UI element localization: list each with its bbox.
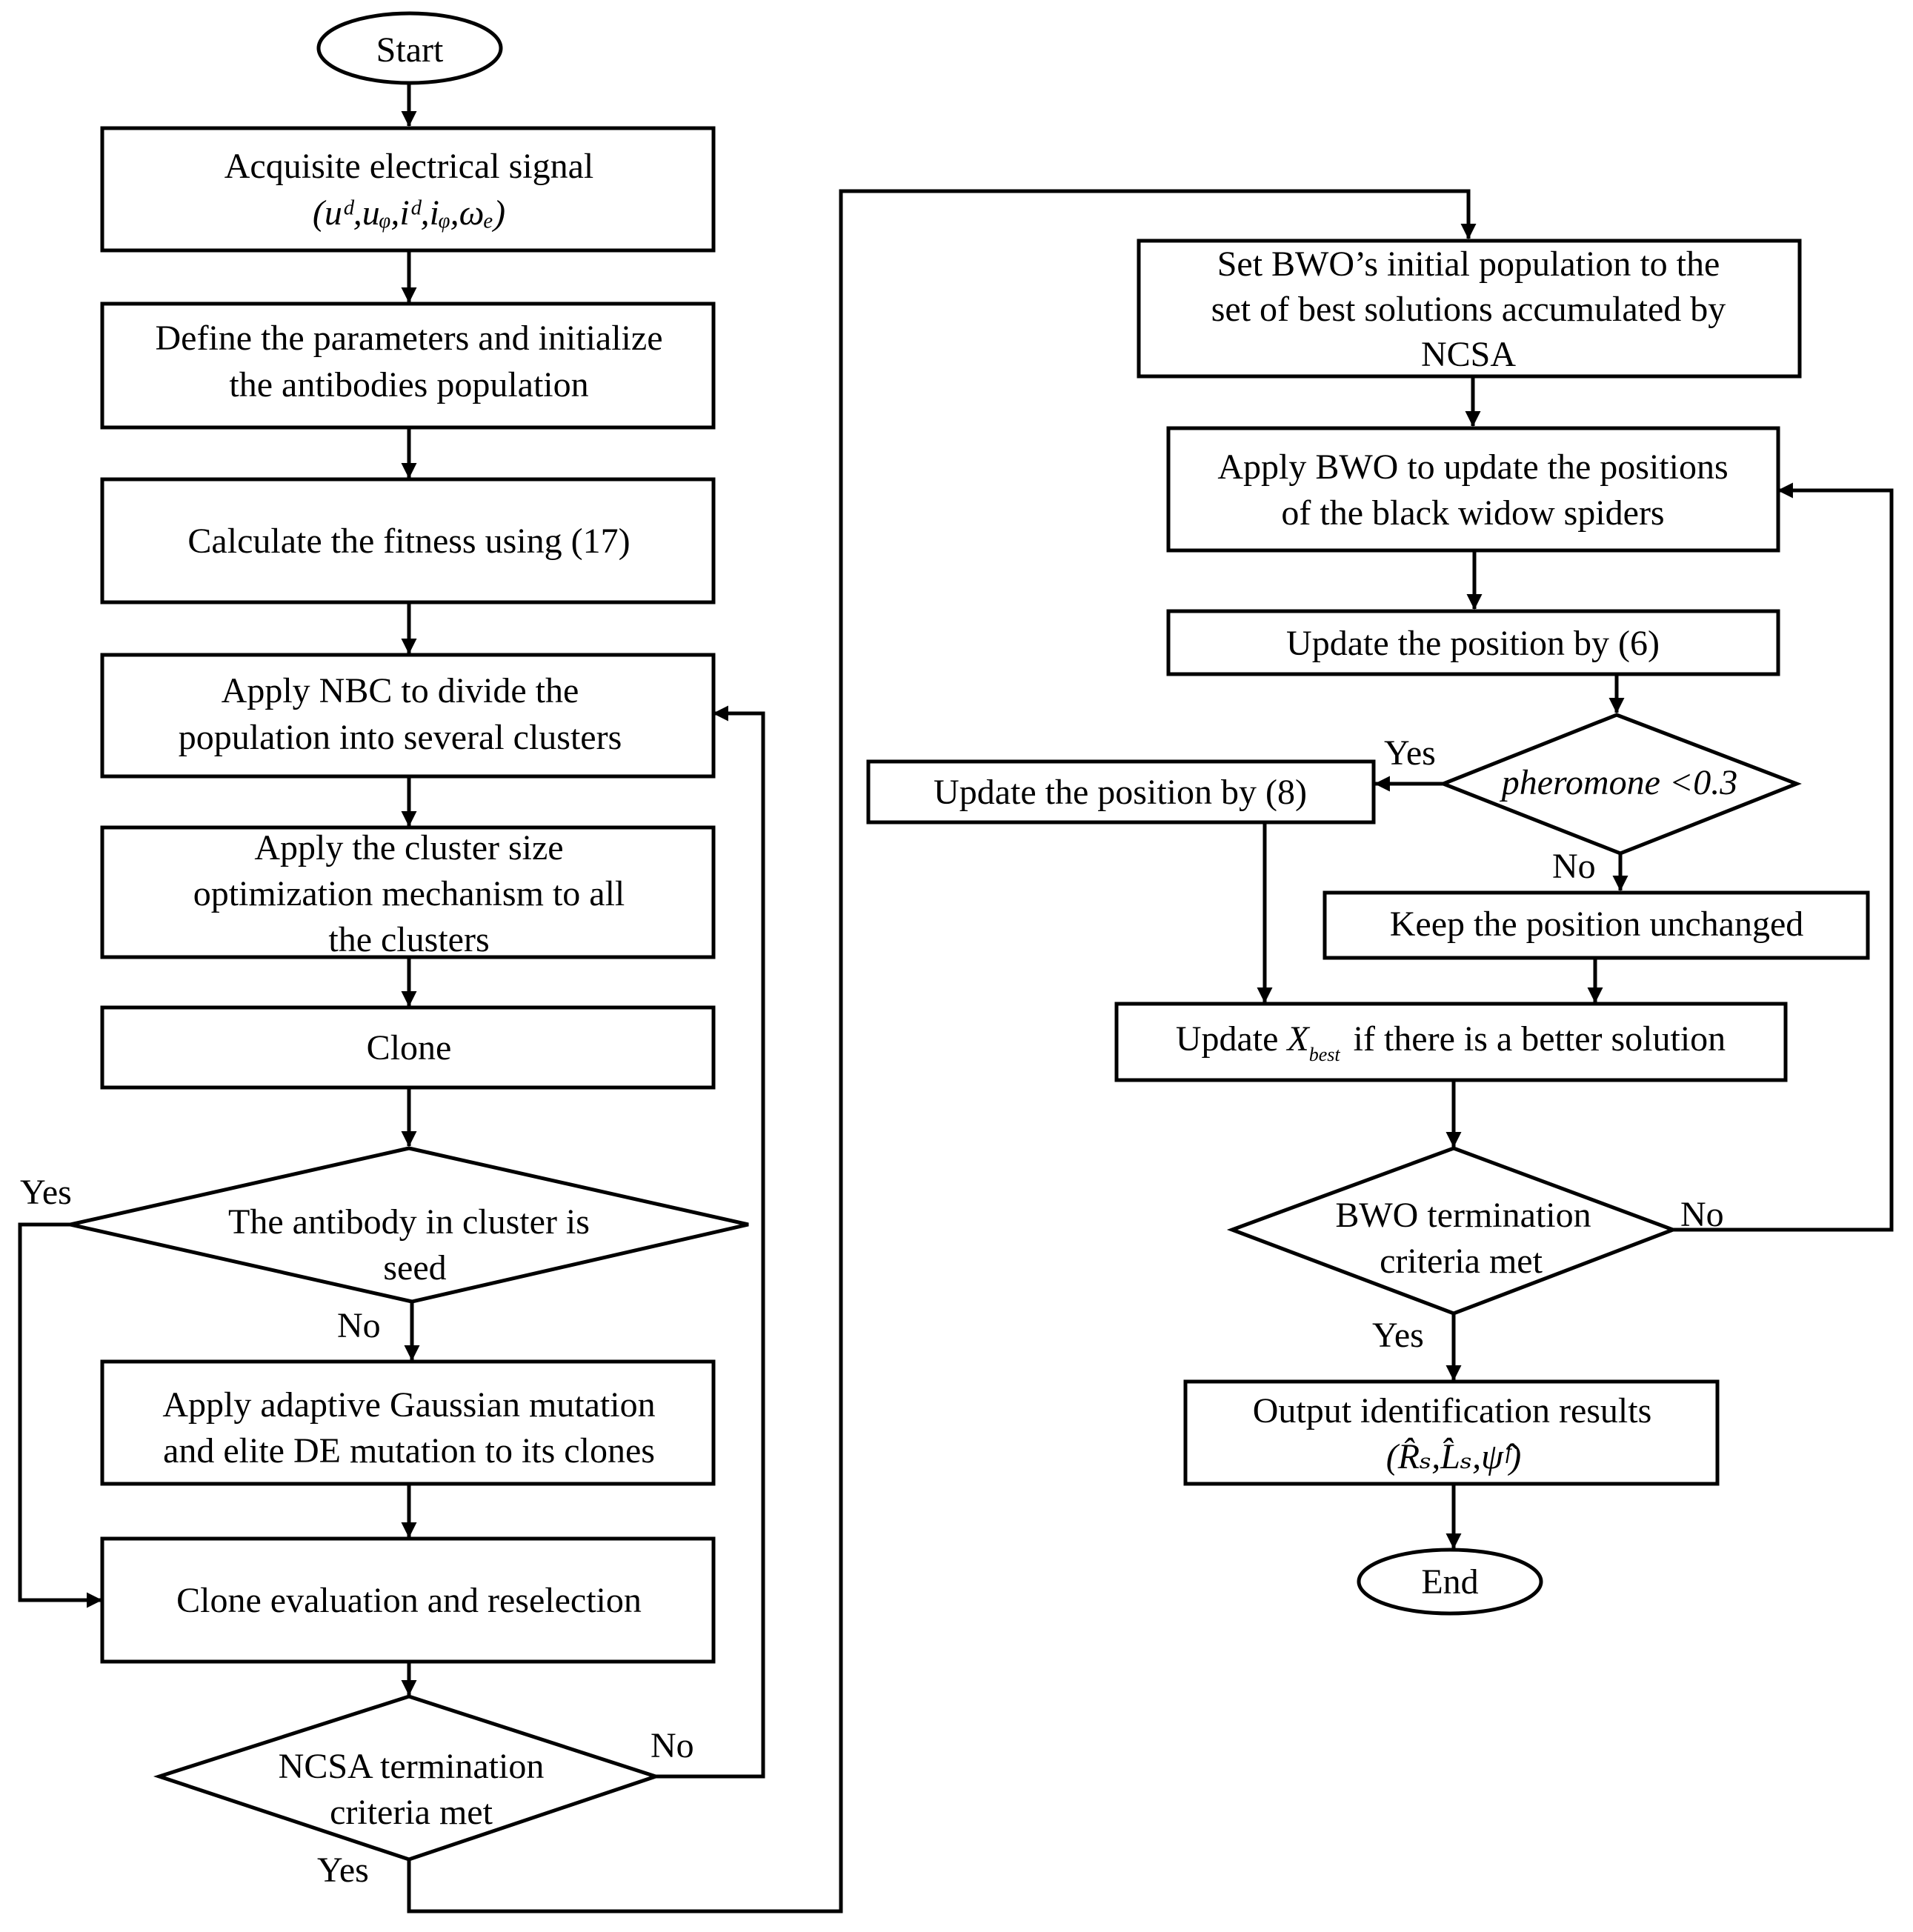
update6-label: Update the position by (6) (1286, 624, 1660, 663)
node-acquire-signal: Acquisite electrical signal (uᵈ,uᵩ,iᵈ,iᵩ… (100, 126, 716, 253)
update-best-label: Update Xbest if there is a better solutio… (1176, 1019, 1726, 1065)
ncsa-decision-line-1: NCSA termination (279, 1747, 545, 1786)
node-mutation: Apply adaptive Gaussian mutation and eli… (100, 1359, 716, 1486)
nbc-box (100, 653, 716, 779)
update-best-suffix: if there is a better solution (1354, 1019, 1726, 1059)
ncsa-decision-line-2: criteria met (330, 1793, 493, 1832)
node-cluster-size-optimization: Apply the cluster size optimization mech… (100, 825, 716, 959)
arrow-ncsa-yes-to-bwo-init (407, 189, 1477, 1913)
node-apply-bwo: Apply BWO to update the positions of the… (1166, 426, 1780, 553)
node-pheromone-decision: pheromone <0.3 (1438, 713, 1802, 856)
node-clone-evaluation: Clone evaluation and reselection (100, 1536, 716, 1664)
seed-no-label: No (337, 1306, 381, 1345)
update-best-var: X (1285, 1019, 1310, 1059)
bwo-no-label: No (1680, 1195, 1724, 1234)
acquire-line-2: (uᵈ,uᵩ,iᵈ,iᵩ,ωₑ) (313, 193, 505, 233)
pheromone-yes-label: Yes (1384, 733, 1436, 773)
clone-eval-box (100, 1536, 716, 1664)
bwo-init-line-3: NCSA (1421, 335, 1516, 374)
cluster-opt-line-1: Apply the cluster size (254, 828, 563, 867)
keep-box (1323, 890, 1870, 960)
node-ncsa-decision: NCSA termination criteria met (153, 1694, 662, 1862)
node-keep-position: Keep the position unchanged (1323, 890, 1870, 960)
bwo-apply-box (1166, 426, 1780, 553)
node-update-8: Update the position by (8) (866, 759, 1376, 825)
seed-decision-line-2: seed (383, 1248, 446, 1288)
seed-yes-label: Yes (20, 1173, 72, 1212)
update-best-prefix: Update (1176, 1019, 1279, 1059)
node-bwo-decision: BWO termination criteria met (1226, 1146, 1679, 1316)
start-label: Start (376, 30, 444, 70)
node-end: End (1357, 1548, 1543, 1616)
node-seed-decision: The antibody in cluster is seed (70, 1146, 749, 1304)
node-bwo-init: Set BWO’s initial population to the set … (1137, 239, 1802, 379)
keep-label: Keep the position unchanged (1390, 905, 1804, 944)
bwo-yes-label: Yes (1372, 1316, 1424, 1355)
seed-decision-diamond (70, 1146, 749, 1304)
update8-label: Update the position by (8) (934, 773, 1307, 812)
cluster-opt-line-3: the clusters (328, 920, 489, 959)
end-terminal (1357, 1548, 1543, 1616)
pheromone-decision-label: pheromone <0.3 (1500, 763, 1738, 802)
nbc-line-2: population into several clusters (179, 718, 622, 757)
node-clone: Clone (100, 1005, 716, 1090)
arrow-seed-yes-to-clone-eval (18, 1222, 103, 1608)
output-box (1183, 1379, 1720, 1486)
bwo-init-line-2: set of best solutions accumulated by (1211, 290, 1726, 329)
node-calculate-fitness: Calculate the fitness using (17) (100, 477, 716, 604)
define-line-2: the antibodies population (229, 365, 588, 404)
bwo-decision-line-2: criteria met (1380, 1242, 1543, 1281)
cluster-opt-line-2: optimization mechanism to all (193, 874, 625, 913)
arrow-bwo-no-to-bwo-apply (1673, 482, 1894, 1232)
bwo-decision-line-1: BWO termination (1335, 1196, 1591, 1235)
node-apply-nbc: Apply NBC to divide the population into … (100, 653, 716, 779)
ncsa-no-label: No (651, 1726, 694, 1765)
arrow-ncsa-no-to-nbc (656, 705, 765, 1779)
acquire-box (100, 126, 716, 253)
bwo-apply-line-2: of the black widow spiders (1281, 493, 1664, 533)
end-label: End (1421, 1562, 1478, 1602)
nbc-line-1: Apply NBC to divide the (222, 671, 579, 710)
ncsa-yes-label: Yes (317, 1851, 369, 1890)
define-box (100, 302, 716, 430)
acquire-line-1: Acquisite electrical signal (224, 147, 593, 186)
output-line-1: Output identification results (1253, 1391, 1652, 1430)
bwo-apply-line-1: Apply BWO to update the positions (1217, 447, 1728, 487)
cluster-opt-box (100, 825, 716, 959)
bwo-init-box (1137, 239, 1802, 379)
pheromone-decision-diamond (1438, 713, 1802, 856)
pheromone-no-label: No (1552, 847, 1596, 886)
clone-box (100, 1005, 716, 1090)
clone-label: Clone (367, 1028, 452, 1067)
update-best-box (1114, 1002, 1788, 1082)
update8-box (866, 759, 1376, 825)
node-update-6: Update the position by (6) (1166, 609, 1780, 676)
fitness-box (100, 477, 716, 604)
update6-box (1166, 609, 1780, 676)
clone-eval-label: Clone evaluation and reselection (176, 1581, 642, 1620)
output-line-2: (R̂ₛ,L̂ₛ,ψ̂ᶠ) (1386, 1436, 1521, 1476)
start-terminal (316, 11, 503, 85)
node-define-parameters: Define the parameters and initialize the… (100, 302, 716, 430)
node-start: Start (316, 11, 503, 85)
update-best-sub: best (1309, 1044, 1341, 1065)
fitness-label: Calculate the fitness using (17) (187, 522, 630, 561)
bwo-decision-diamond (1226, 1146, 1679, 1316)
bwo-init-line-1: Set BWO’s initial population to the (1217, 244, 1720, 284)
connectors (18, 84, 1894, 1913)
node-output-results: Output identification results (R̂ₛ,L̂ₛ,ψ… (1183, 1379, 1720, 1486)
mutation-line-1: Apply adaptive Gaussian mutation (162, 1385, 655, 1425)
define-line-1: Define the parameters and initialize (155, 319, 662, 358)
mutation-box (100, 1359, 716, 1486)
mutation-line-2: and elite DE mutation to its clones (163, 1431, 655, 1470)
seed-decision-line-1: The antibody in cluster is (228, 1202, 590, 1242)
node-update-best: Update Xbest if there is a better solutio… (1114, 1002, 1788, 1082)
ncsa-decision-diamond (153, 1694, 662, 1862)
